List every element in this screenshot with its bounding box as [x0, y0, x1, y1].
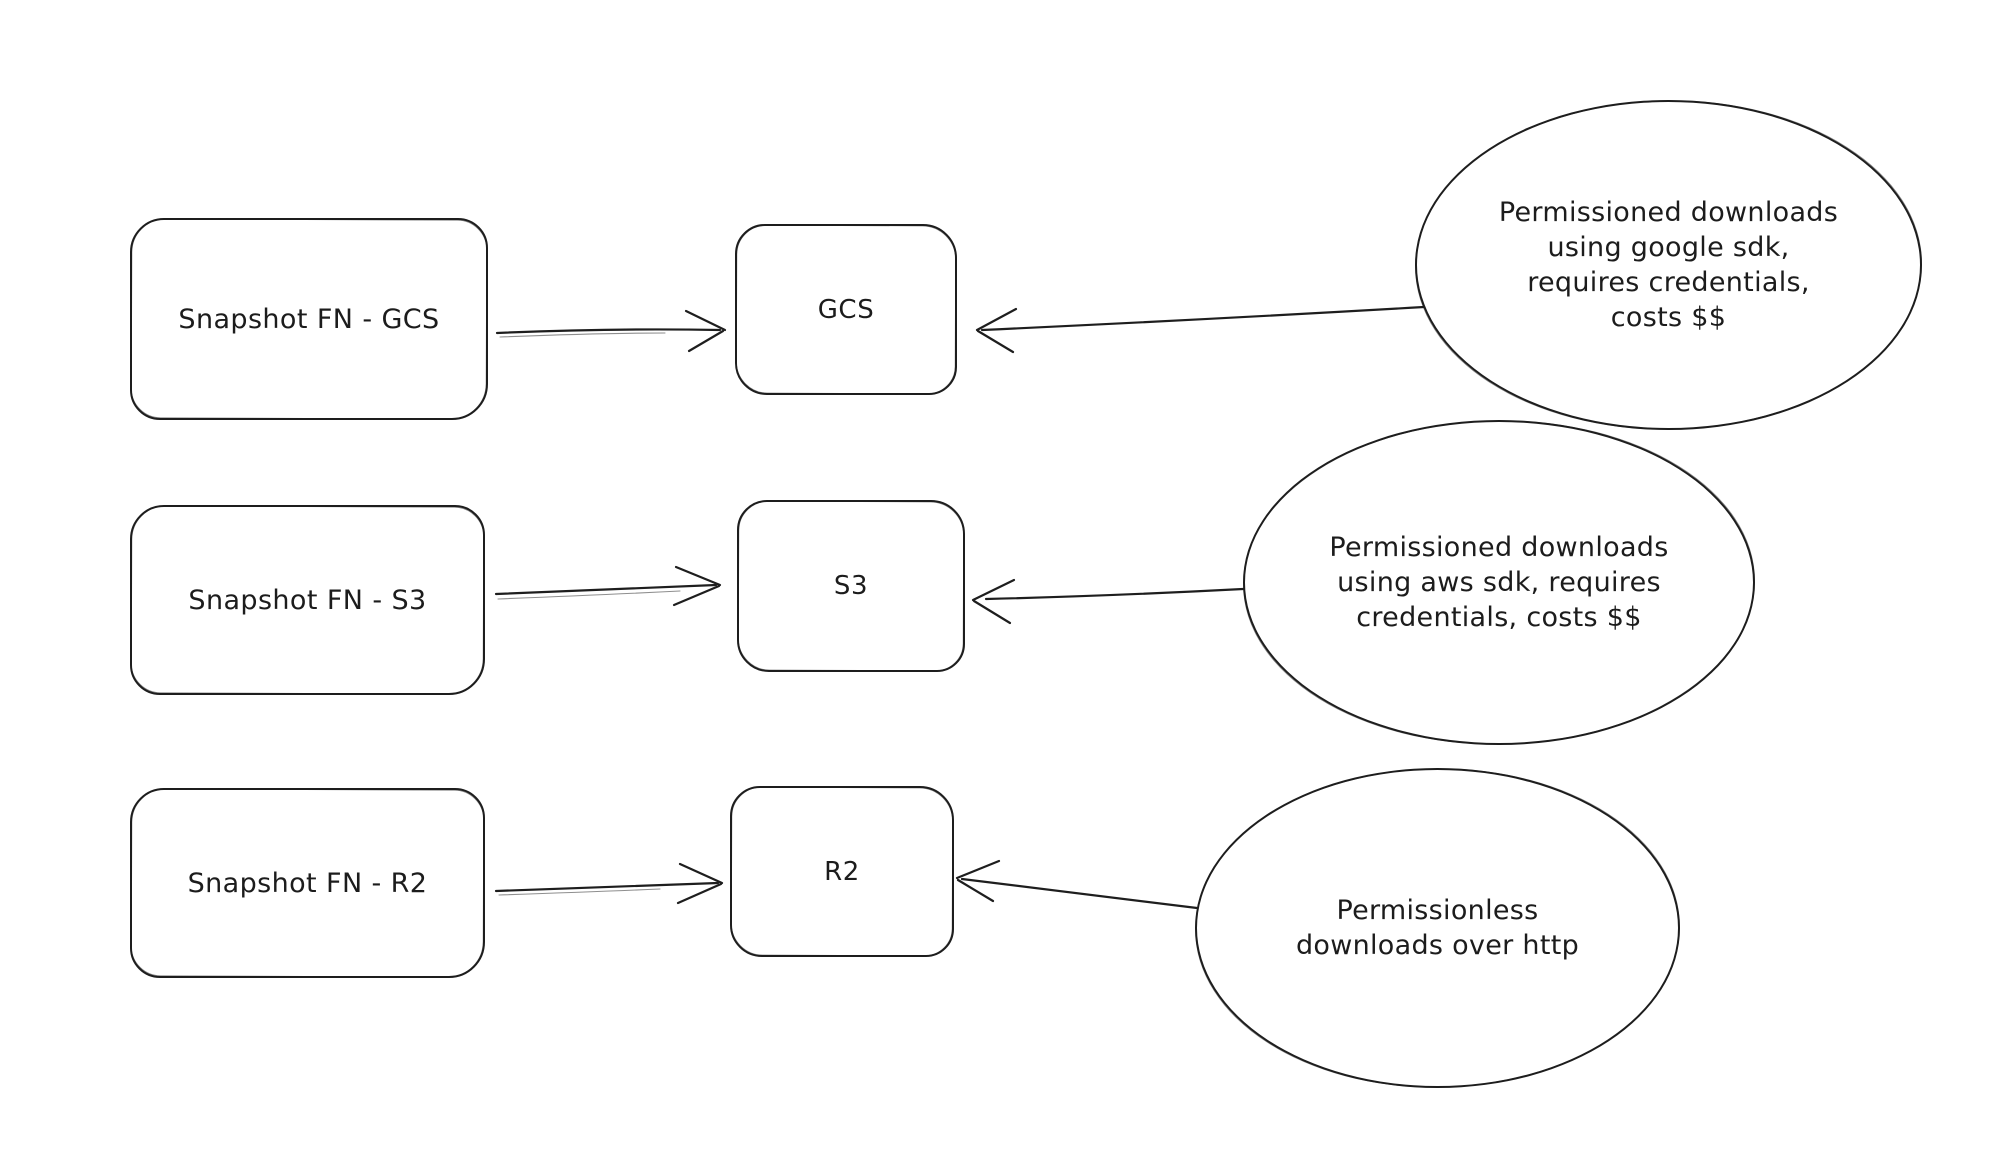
snapshot-fn-s3-label: Snapshot FN - S3: [188, 584, 427, 616]
arrow-shaft: [495, 328, 722, 335]
arrow-snapshot-s3-to-s3: [494, 565, 722, 607]
snapshot-fn-s3-node: Snapshot FN - S3: [130, 505, 485, 695]
arrow-shaft-echo: [498, 888, 661, 896]
arrow-shaft: [494, 881, 720, 893]
arrowhead: [676, 862, 724, 905]
snapshot-fn-gcs-label: Snapshot FN - GCS: [178, 303, 440, 335]
gcs-note-text: Permissioned downloads using google sdk,…: [1498, 197, 1839, 333]
r2-node: R2: [730, 786, 954, 957]
arrow-note-to-gcs: [975, 305, 1426, 354]
gcs-note-ellipse: Permissioned downloads using google sdk,…: [1415, 100, 1922, 430]
s3-note-ellipse: Permissioned downloads using aws sdk, re…: [1243, 420, 1755, 745]
gcs-node: GCS: [735, 224, 957, 395]
arrow-note-to-s3: [971, 578, 1245, 625]
s3-node: S3: [737, 500, 965, 672]
arrowhead: [975, 307, 1018, 354]
arrowhead: [971, 578, 1016, 625]
arrow-shaft: [980, 305, 1426, 332]
snapshot-fn-r2-label: Snapshot FN - R2: [187, 867, 428, 899]
r2-note-ellipse: Permissionless downloads over http: [1195, 768, 1680, 1088]
arrow-shaft-echo: [499, 332, 666, 338]
arrowhead: [672, 565, 722, 607]
arrow-shaft: [494, 583, 718, 596]
arrow-snapshot-r2-to-r2: [494, 862, 724, 905]
arrowhead: [955, 859, 1001, 903]
gcs-label: GCS: [817, 294, 875, 325]
arrow-shaft: [984, 587, 1245, 601]
r2-note-text: Permissionless downloads over http: [1295, 895, 1580, 961]
r2-label: R2: [824, 856, 860, 887]
arrow-shaft-echo: [497, 590, 681, 600]
s3-note-text: Permissioned downloads using aws sdk, re…: [1329, 532, 1669, 633]
arrowhead: [684, 309, 727, 353]
snapshot-fn-r2-node: Snapshot FN - R2: [130, 788, 485, 978]
s3-label: S3: [833, 571, 869, 601]
arrow-note-to-r2: [955, 859, 1199, 910]
arrow-shaft: [960, 877, 1199, 910]
snapshot-fn-gcs-node: Snapshot FN - GCS: [130, 218, 488, 420]
arrow-snapshot-gcs-to-gcs: [495, 309, 727, 353]
